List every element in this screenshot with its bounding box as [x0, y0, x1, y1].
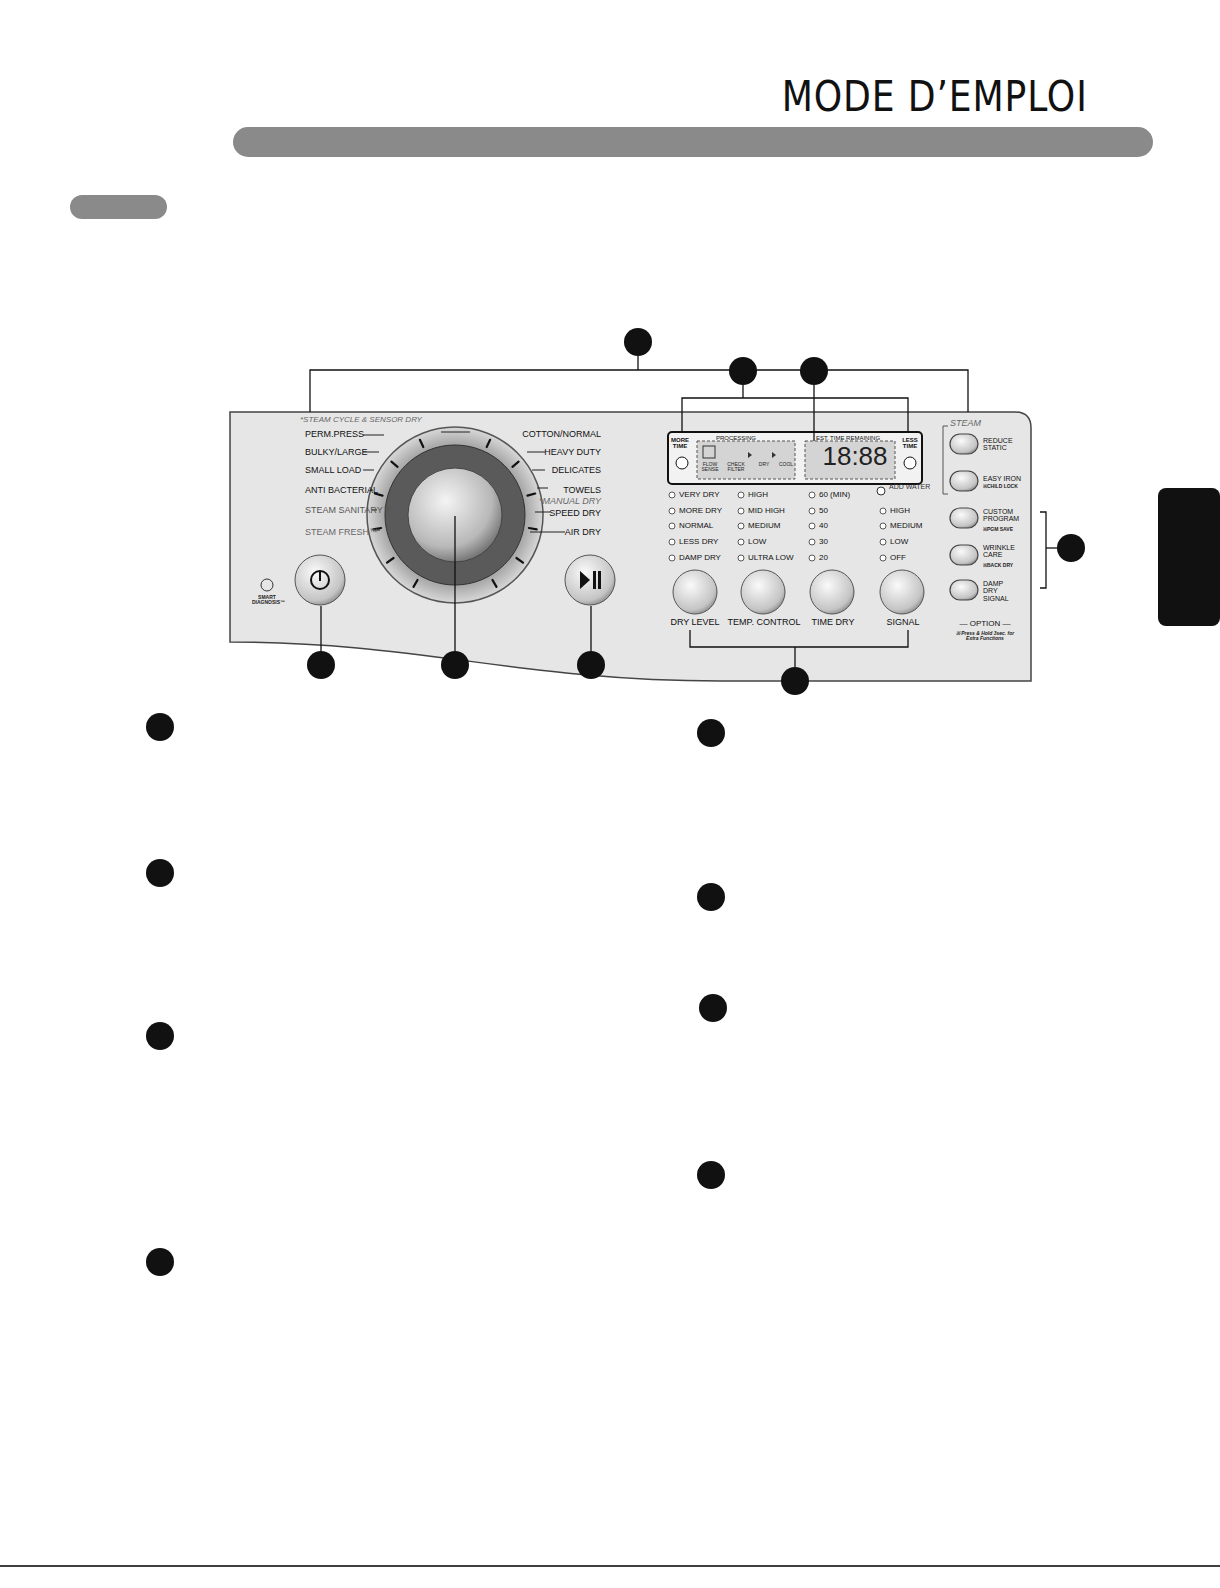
panel-label: 40	[819, 522, 828, 530]
panel-label: EASY IRON	[983, 475, 1021, 482]
dial-tick	[387, 558, 394, 563]
panel-label: DELICATES	[552, 466, 601, 475]
dial-tick	[493, 580, 497, 587]
dial-tick	[529, 528, 537, 529]
dial-tick	[527, 494, 535, 496]
indicator-led	[809, 555, 815, 561]
panel-label: LESS DRY	[679, 538, 718, 546]
panel-label: STEAM FRESH™	[305, 528, 378, 537]
panel-label: SMALL LOAD	[305, 466, 361, 475]
panel-label: STEAM SANITARY™	[305, 506, 392, 515]
panel-label: MID HIGH	[748, 507, 785, 515]
indicator-led	[880, 539, 886, 545]
panel-label: VERY DRY	[679, 491, 719, 499]
panel-label: ※BACK DRY	[983, 563, 1013, 568]
dial-tick	[391, 462, 397, 467]
indicator-led	[738, 539, 744, 545]
panel-label: SPEED DRY	[549, 509, 601, 518]
indicator-led	[880, 508, 886, 514]
indicator-led	[809, 508, 815, 514]
panel-label: SIGNAL	[886, 618, 919, 627]
panel-label: — OPTION —	[959, 620, 1010, 628]
panel-label: HIGH	[890, 507, 910, 515]
dial-tick	[512, 462, 518, 467]
panel-label: CHECK FILTER	[725, 462, 747, 473]
panel-label: OFF	[890, 554, 906, 562]
panel-label: AIR DRY	[565, 528, 601, 537]
indicator-led	[738, 508, 744, 514]
indicator-led	[809, 492, 815, 498]
indicator-led	[738, 492, 744, 498]
panel-label: LESS TIME	[900, 437, 920, 450]
panel-label: TEMP. CONTROL	[728, 618, 801, 627]
panel-label: 60 (MIN)	[819, 491, 850, 499]
panel-label: BULKY/LARGE	[305, 448, 368, 457]
panel-label: REDUCE STATIC	[983, 437, 1025, 452]
panel-label: EST. TIME REMAINING	[816, 435, 880, 441]
panel-label: PROCESSING	[716, 435, 756, 441]
panel-label: STEAM	[950, 419, 981, 428]
dial-tick	[420, 440, 423, 447]
panel-label: ADD WATER	[889, 483, 930, 490]
panel-label: MORE TIME	[670, 437, 690, 450]
panel-label: DAMP DRY	[679, 554, 721, 562]
panel-label: LOW	[748, 538, 766, 546]
panel-label: 50	[819, 507, 828, 515]
panel-label: MORE DRY	[679, 507, 722, 515]
panel-label: DRY	[753, 462, 775, 467]
panel-label: WRINKLE CARE	[983, 544, 1025, 559]
indicator-led	[669, 539, 675, 545]
panel-label: SMART DIAGNOSIS™	[252, 595, 282, 606]
indicator-led	[738, 523, 744, 529]
panel-label: COOL	[775, 462, 797, 467]
panel-label: LOW	[890, 538, 908, 546]
dial-tick	[414, 580, 418, 587]
dial-tick	[516, 558, 523, 563]
panel-label: ULTRA LOW	[748, 554, 794, 562]
indicator-led	[738, 555, 744, 561]
indicator-led	[669, 523, 675, 529]
indicator-led	[669, 508, 675, 514]
panel-label: *MANUAL DRY	[539, 497, 601, 506]
panel-label: MEDIUM	[748, 522, 780, 530]
indicator-led	[669, 492, 675, 498]
indicator-led	[880, 555, 886, 561]
panel-label: HEAVY DUTY	[544, 448, 601, 457]
panel-label: PERM.PRESS	[305, 430, 364, 439]
panel-label: DRY LEVEL	[670, 618, 719, 627]
panel-label: TIME DRY	[812, 618, 855, 627]
panel-label: MEDIUM	[890, 522, 922, 530]
page-title: MODE D’EMPLOI	[782, 72, 1088, 121]
panel-label: NORMAL	[679, 522, 713, 530]
panel-label: CUSTOM PROGRAM	[983, 508, 1025, 523]
panel-label: DAMP DRY SIGNAL	[983, 580, 1019, 602]
indicator-led	[809, 523, 815, 529]
panel-label: *STEAM CYCLE & SENSOR DRY	[300, 416, 422, 424]
panel-label: FLOW SENSE	[699, 462, 721, 473]
indicator-led	[669, 555, 675, 561]
panel-label: ANTI BACTERIAL	[305, 486, 378, 495]
panel-label: ※ Press & Hold 3sec. for Extra Functions	[950, 631, 1020, 642]
panel-label: 30	[819, 538, 828, 546]
indicator-led	[809, 539, 815, 545]
panel-label: HIGH	[748, 491, 768, 499]
panel-label: ※PGM SAVE	[983, 527, 1013, 532]
panel-label: COTTON/NORMAL	[522, 430, 601, 439]
panel-label: 18:88	[822, 443, 887, 470]
dial-tick	[487, 440, 490, 447]
panel-label: TOWELS	[563, 486, 601, 495]
panel-label: ※CHILD LOCK	[983, 484, 1018, 489]
indicator-led	[880, 523, 886, 529]
panel-label: 20	[819, 554, 828, 562]
